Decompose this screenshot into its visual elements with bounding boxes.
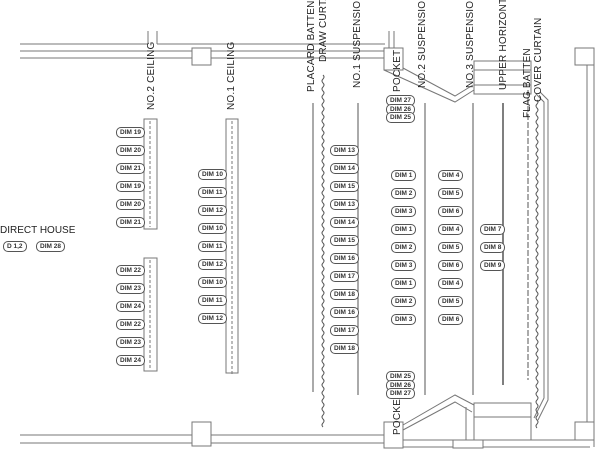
dimmer-tag: DIM 2 <box>391 242 417 253</box>
dimmer-tag: DIM 27 <box>386 388 415 399</box>
dimmer-tag: DIM 4 <box>438 278 464 289</box>
pocket-top-label: POCKET <box>392 49 403 92</box>
dimmer-tag: DIM 4 <box>438 170 464 181</box>
dimmer-tag: DIM 3 <box>391 206 417 217</box>
dimmer-tag: DIM 19 <box>116 181 145 192</box>
dimmer-tag: DIM 9 <box>480 260 506 271</box>
dimmer-tag: DIM 21 <box>116 217 145 228</box>
dimmer-tag: DIM 15 <box>330 235 359 246</box>
dimmer-tag: DIM 12 <box>198 205 227 216</box>
pocket-bottom-label: POCKET <box>392 392 403 435</box>
dimmer-tag: DIM 7 <box>480 224 506 235</box>
dimmer-tag: DIM 5 <box>438 188 464 199</box>
dimmer-tag: DIM 21 <box>116 163 145 174</box>
no2-ceiling-bar-lower <box>143 257 158 372</box>
dimmer-tag: DIM 20 <box>116 199 145 210</box>
pocket-bottom-outline <box>383 394 532 449</box>
bottom-wall <box>20 421 590 449</box>
dimmer-tag: DIM 19 <box>116 127 145 138</box>
dimmer-tag: DIM 20 <box>116 145 145 156</box>
right-wall <box>574 47 595 447</box>
dimmer-tag: DIM 12 <box>198 259 227 270</box>
cover-curtain-label: COVER CURTAIN <box>533 17 544 102</box>
dimmer-tag: DIM 11 <box>198 241 227 252</box>
dimmer-tag: DIM 6 <box>438 206 464 217</box>
dimmer-tag: DIM 10 <box>198 223 227 234</box>
dimmer-tag: DIM 25 <box>386 112 415 123</box>
dimmer-tag: DIM 11 <box>198 295 227 306</box>
no2-ceiling-bar-upper <box>143 118 158 230</box>
dimmer-tag: DIM 13 <box>330 145 359 156</box>
dimmer-tag: DIM 8 <box>480 242 506 253</box>
dimmer-tag: DIM 28 <box>36 241 65 252</box>
dimmer-tag: DIM 2 <box>391 296 417 307</box>
dimmer-tag: DIM 3 <box>391 314 417 325</box>
dimmer-tag: DIM 5 <box>438 296 464 307</box>
dimmer-tag: DIM 10 <box>198 169 227 180</box>
dimmer-tag: D 1,2 <box>3 241 27 252</box>
dimmer-tag: DIM 16 <box>330 307 359 318</box>
dimmer-tag: DIM 13 <box>330 199 359 210</box>
draw-curtain-line <box>321 74 325 428</box>
dimmer-tag: DIM 11 <box>198 187 227 198</box>
no3-suspension-label: NO.3 SUSPENSION <box>465 0 476 88</box>
dimmer-tag: DIM 3 <box>391 260 417 271</box>
dimmer-tag: DIM 1 <box>391 170 417 181</box>
dimmer-tag: DIM 24 <box>116 355 145 366</box>
upper-horizont-label: UPPER HORIZONT <box>498 0 509 90</box>
no2-ceiling-label: NO.2 CEILING <box>146 41 157 110</box>
dimmer-tag: DIM 10 <box>198 277 227 288</box>
dimmer-tag: DIM 12 <box>198 313 227 324</box>
dimmer-tag: DIM 18 <box>330 343 359 354</box>
dimmer-tag: DIM 23 <box>116 337 145 348</box>
dimmer-tag: DIM 17 <box>330 325 359 336</box>
dimmer-tag: DIM 4 <box>438 224 464 235</box>
top-wall <box>20 31 385 66</box>
dimmer-tag: DIM 2 <box>391 188 417 199</box>
pocket-top-outline <box>383 31 549 421</box>
dimmer-tag: DIM 23 <box>116 283 145 294</box>
dimmer-tag: DIM 24 <box>116 301 145 312</box>
dimmer-tag: DIM 16 <box>330 253 359 264</box>
dimmer-tag: DIM 17 <box>330 271 359 282</box>
placard-batten-label: PLACARD BATTEN <box>306 0 317 92</box>
no2-suspension-label: NO.2 SUSPENSION <box>417 0 428 88</box>
dimmer-tag: DIM 22 <box>116 319 145 330</box>
dimmer-tag: DIM 5 <box>438 242 464 253</box>
direct-house-label: DIRECT HOUSE <box>0 225 76 236</box>
flag-batten-label: FLAG BATTEN <box>522 48 533 118</box>
cover-curtain-line <box>535 99 539 429</box>
no1-suspension-label: NO.1 SUSPENSION <box>352 0 363 88</box>
dimmer-tag: DIM 22 <box>116 265 145 276</box>
dimmer-tag: DIM 1 <box>391 278 417 289</box>
dimmer-tag: DIM 6 <box>438 314 464 325</box>
dimmer-tag: DIM 14 <box>330 163 359 174</box>
dimmer-tag: DIM 18 <box>330 289 359 300</box>
dimmer-tag: DIM 6 <box>438 260 464 271</box>
dimmer-tag: DIM 14 <box>330 217 359 228</box>
dimmer-tag: DIM 1 <box>391 224 417 235</box>
dimmer-tag: DIM 15 <box>330 181 359 192</box>
no1-ceiling-label: NO.1 CEILING <box>226 41 237 110</box>
draw-curtain-label: DRAW CURTAIN <box>318 0 329 62</box>
